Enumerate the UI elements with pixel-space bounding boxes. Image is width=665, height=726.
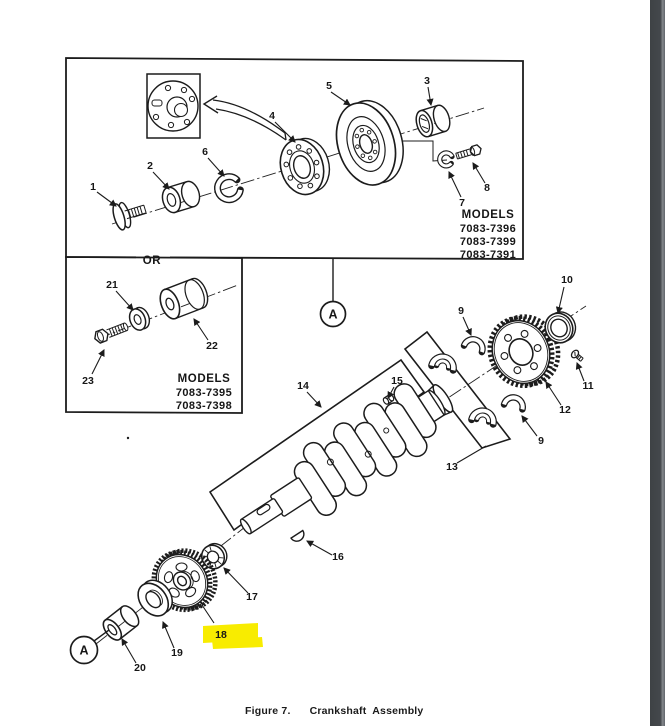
part-label-2: 2 (147, 160, 153, 172)
part-label-20: 20 (134, 662, 146, 674)
part-label-17: 17 (246, 591, 258, 603)
part-8-bolt (455, 144, 482, 160)
part-4-flange (279, 137, 331, 196)
part-label-23: 23 (82, 375, 94, 387)
part-20-spacer (102, 605, 140, 641)
bearing-shell-pair (428, 353, 457, 374)
highlight-part-18: 18 (203, 623, 263, 649)
part-7-lock-washer (437, 150, 455, 169)
detail-arrow-icon (202, 95, 287, 141)
connector-a-top: A (319, 259, 347, 328)
part-23-bolt (94, 322, 129, 344)
part-10-seal-ring (544, 311, 577, 344)
part-label-3: 3 (424, 75, 430, 87)
part-label-12: 12 (559, 404, 571, 416)
part-1-screw (112, 201, 147, 231)
connector-a-bottom: A (69, 629, 110, 665)
part-label-8: 8 (484, 182, 490, 194)
part-9-bearing-shell (500, 394, 526, 413)
part-16-woodruff-key (290, 529, 305, 542)
models-title: MODELS (462, 209, 515, 221)
upper-models-box: 1 2 6 4 5 3 7 8 MODELS 7083-7396 7 (65, 57, 524, 261)
connector-label: A (79, 644, 88, 658)
part-9-bearing-shell (460, 336, 486, 356)
part-5-damper (335, 99, 404, 186)
bearing-bracket-13 (403, 330, 512, 449)
crankshaft (239, 383, 454, 535)
part-label-5: 5 (326, 80, 332, 92)
part-22-spacer (159, 277, 209, 320)
part-label-6: 6 (202, 146, 208, 158)
figure-caption-title: Crankshaft Assembly (309, 705, 424, 717)
page-edge-shadow (650, 0, 665, 726)
part-label-16: 16 (332, 551, 344, 563)
part-label-18: 18 (215, 629, 227, 641)
model-number: 7083-7395 (176, 387, 232, 399)
model-number: 7083-7391 (460, 249, 516, 261)
part-label-7: 7 (459, 197, 465, 209)
alternate-models-box: 21 22 23 MODELS 7083-7395 7083-7398 (65, 256, 243, 414)
or-separator: OR (136, 250, 170, 267)
models-list-primary: MODELS 7083-7396 7083-7399 7083-7391 (460, 209, 516, 261)
inset-detail-box (146, 73, 201, 139)
models-title: MODELS (178, 373, 231, 385)
part-19-washer (137, 579, 173, 617)
model-number: 7083-7399 (460, 236, 516, 248)
part-label-14: 14 (297, 380, 309, 392)
bearing-shell-pair (468, 407, 497, 428)
part-label-1: 1 (90, 181, 96, 193)
part-label-13: 13 (446, 461, 458, 473)
part-label-11: 11 (582, 380, 593, 392)
part-label-9: 9 (458, 305, 464, 317)
part-3-bushing (415, 104, 451, 138)
models-list-alternate: MODELS 7083-7395 7083-7398 (176, 373, 232, 412)
part-label-19: 19 (171, 647, 183, 659)
part-17-ring (200, 542, 228, 570)
model-number: 7083-7398 (176, 400, 232, 412)
part-21-washer (128, 306, 151, 331)
part-label-9b: 9 (538, 435, 544, 447)
crankshaft-exploded-view: 9 10 11 12 13 9 14 15 16 17 19 20 (69, 274, 594, 674)
connector-label: A (328, 308, 337, 322)
part-label-22: 22 (206, 340, 218, 352)
figure-caption-label: Figure 7. (245, 705, 291, 717)
model-number: 7083-7396 (460, 223, 516, 235)
part-label-4: 4 (269, 110, 275, 122)
part-2-spacer (161, 180, 201, 214)
part-6-lock-ring (214, 173, 244, 204)
timing-gear-12 (487, 314, 561, 389)
figure-caption: Figure 7. Crankshaft Assembly (245, 705, 423, 717)
crankshaft-frame-14 (208, 358, 426, 532)
part-11-screw (570, 349, 584, 362)
part-label-15: 15 (391, 375, 403, 387)
part-label-10: 10 (561, 274, 573, 286)
part-label-21: 21 (106, 279, 118, 291)
